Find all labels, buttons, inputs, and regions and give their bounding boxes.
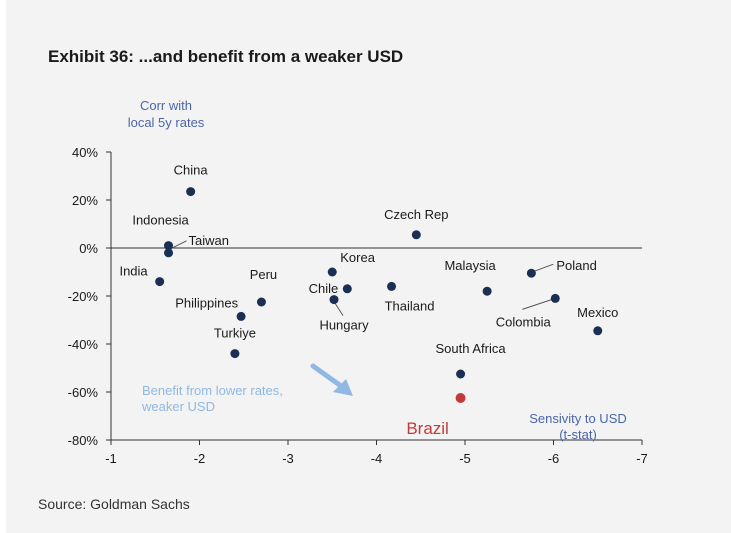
leader-poland <box>534 263 554 272</box>
point-brazil <box>455 393 466 403</box>
y-axis-label-line-2: local 5y rates <box>128 115 205 130</box>
label-thailand: Thailand <box>385 298 435 313</box>
point-taiwan <box>164 248 174 258</box>
source-note: Source: Goldman Sachs <box>38 496 190 512</box>
leader-taiwan <box>170 240 187 250</box>
data-points <box>155 187 603 403</box>
y-tick-label: -40% <box>68 337 99 352</box>
x-tick-label: -1 <box>105 451 117 466</box>
x-tick-label: -6 <box>548 451 560 466</box>
x-axis-label-line-2: (t-stat) <box>559 427 597 442</box>
label-chile: Chile <box>309 281 339 296</box>
label-india: India <box>119 264 148 279</box>
label-china: China <box>174 163 209 178</box>
label-turkiye: Turkiye <box>214 326 256 341</box>
x-tick-label: -7 <box>636 451 648 466</box>
point-czech-rep <box>411 230 421 240</box>
point-thailand <box>387 281 397 291</box>
label-czech-rep: Czech Rep <box>384 207 448 222</box>
point-philippines <box>236 311 246 321</box>
point-india <box>155 277 165 287</box>
point-peru <box>256 297 266 307</box>
annotation-line-1: Benefit from lower rates, <box>142 383 283 398</box>
point-korea <box>327 267 337 277</box>
leader-colombia <box>522 298 553 310</box>
chart-panel <box>6 0 731 533</box>
x-axis-label-line-1: Sensivity to USD <box>529 411 627 426</box>
label-hungary: Hungary <box>319 318 369 333</box>
label-taiwan: Taiwan <box>189 233 229 248</box>
label-korea: Korea <box>340 250 375 265</box>
x-tick-label: -3 <box>282 451 294 466</box>
leader-lines <box>170 240 554 316</box>
x-tick-label: -2 <box>194 451 206 466</box>
point-malaysia <box>482 286 492 296</box>
x-tick-label: -4 <box>371 451 383 466</box>
label-philippines: Philippines <box>175 295 238 310</box>
point-chile <box>342 284 352 294</box>
annotation-line-2: weaker USD <box>141 399 215 414</box>
label-colombia: Colombia <box>496 314 552 329</box>
arrow-head <box>333 379 353 396</box>
label-mexico: Mexico <box>577 305 618 320</box>
y-tick-label: 20% <box>72 193 98 208</box>
point-south-africa <box>456 369 466 379</box>
chart-title: Exhibit 36: ...and benefit from a weaker… <box>48 47 403 66</box>
point-indonesia <box>164 241 174 251</box>
axes: 40% 20% 0% -20% -40% -60% -80% -1 -2 -3 -4 -5 -6 -7 <box>68 145 648 466</box>
y-tick-label: 40% <box>72 145 98 160</box>
label-brazil: Brazil <box>406 419 449 438</box>
point-poland <box>526 268 536 278</box>
benefit-arrow <box>310 363 353 396</box>
arrow-shaft <box>310 363 344 389</box>
label-poland: Poland <box>556 258 596 273</box>
point-china <box>186 187 196 197</box>
point-mexico <box>593 326 603 336</box>
point-hungary <box>329 295 339 305</box>
label-indonesia: Indonesia <box>132 213 189 228</box>
y-tick-label: -80% <box>68 433 99 448</box>
point-turkiye <box>230 349 240 359</box>
y-tick-label: -60% <box>68 385 99 400</box>
label-peru: Peru <box>250 267 277 282</box>
x-tick-label: -5 <box>459 451 471 466</box>
y-tick-label: -20% <box>68 289 99 304</box>
y-tick-label: 0% <box>79 241 98 256</box>
point-colombia <box>550 293 560 303</box>
label-south-africa: South Africa <box>436 341 507 356</box>
label-malaysia: Malaysia <box>444 258 496 273</box>
y-axis-label-line-1: Corr with <box>140 98 192 113</box>
leader-hungary <box>333 301 344 316</box>
